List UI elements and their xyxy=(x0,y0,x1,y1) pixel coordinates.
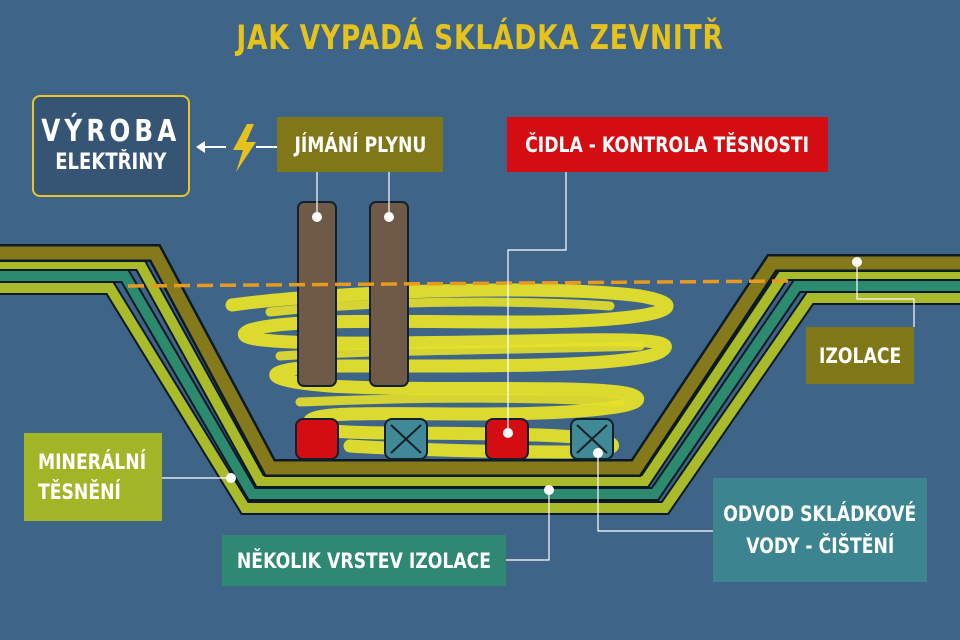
label-vyroba-line1: VÝROBA xyxy=(41,114,181,149)
label-jimani-plynu: JÍMÁNÍ PLYNU xyxy=(277,117,443,172)
leader-dots xyxy=(226,212,862,495)
page-title: JAK VYPADÁ SKLÁDKA ZEVNITŘ xyxy=(236,18,724,58)
drain-x-mark xyxy=(576,424,608,454)
label-izolace: IZOLACE xyxy=(806,327,914,384)
label-odvod-vody: ODVOD SKLÁDKOVÉ VODY - ČIŠTĚNÍ xyxy=(713,478,927,582)
liner-layer-lime-2 xyxy=(0,259,960,486)
lightning-bolt-icon xyxy=(233,124,256,172)
leader-lines xyxy=(162,172,915,561)
label-jimani-text: JÍMÁNÍ PLYNU xyxy=(294,132,426,157)
gas-pipe-right xyxy=(369,201,409,387)
label-izolace-text: IZOLACE xyxy=(818,343,902,368)
label-cidla-text: ČIDLA - KONTROLA TĚSNOSTI xyxy=(525,132,810,157)
liner-layer-lime xyxy=(0,283,960,513)
sensor-red-icon xyxy=(485,418,529,460)
label-odvod-line1: ODVOD SKLÁDKOVÉ xyxy=(723,502,917,526)
label-odvod-line2: VODY - ČIŠTĚNÍ xyxy=(745,534,895,558)
liner-layer-olive xyxy=(0,246,960,475)
liner-layer-green xyxy=(0,271,960,499)
label-mineral-line2: TĚSNĚNÍ xyxy=(38,480,121,504)
cover-dashed-line xyxy=(127,279,789,288)
label-mineralni-tesneni: MINERÁLNÍ TĚSNĚNÍ xyxy=(24,433,162,521)
label-nekolik-vrstev: NĚKOLIK VRSTEV IZOLACE xyxy=(222,535,506,586)
label-vyroba-line2: ELEKTŘINY xyxy=(55,150,167,175)
label-vyroba-elektriny: VÝROBA ELEKTŘINY xyxy=(32,95,190,197)
gas-pipe-left xyxy=(297,201,337,387)
arrow-left-icon xyxy=(196,141,226,153)
label-mineral-line1: MINERÁLNÍ xyxy=(38,450,147,474)
sensor-red-icon xyxy=(295,418,339,460)
label-nekolik-text: NĚKOLIK VRSTEV IZOLACE xyxy=(236,548,492,573)
drain-x-mark xyxy=(390,424,422,454)
label-cidla: ČIDLA - KONTROLA TĚSNOSTI xyxy=(507,117,828,172)
